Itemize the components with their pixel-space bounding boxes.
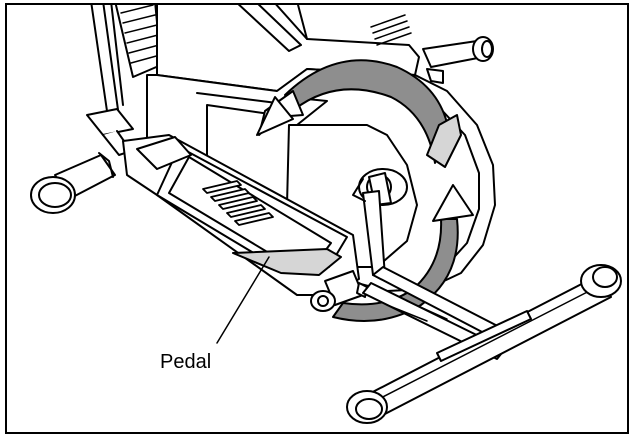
rear-stabilizer <box>346 264 622 424</box>
crank-assembly <box>352 168 408 278</box>
pedal-assembly <box>86 108 368 312</box>
pedal-leader-line <box>216 256 270 344</box>
pedal-callout-label: Pedal <box>160 351 212 373</box>
elliptical-trainer-illustration <box>30 5 622 424</box>
front-stabilizer <box>30 152 116 214</box>
pedal-grip-slots <box>202 180 274 226</box>
rotation-arrow-upper <box>256 59 462 168</box>
top-vents <box>370 14 412 46</box>
figure-frame: Pedal <box>5 3 629 434</box>
